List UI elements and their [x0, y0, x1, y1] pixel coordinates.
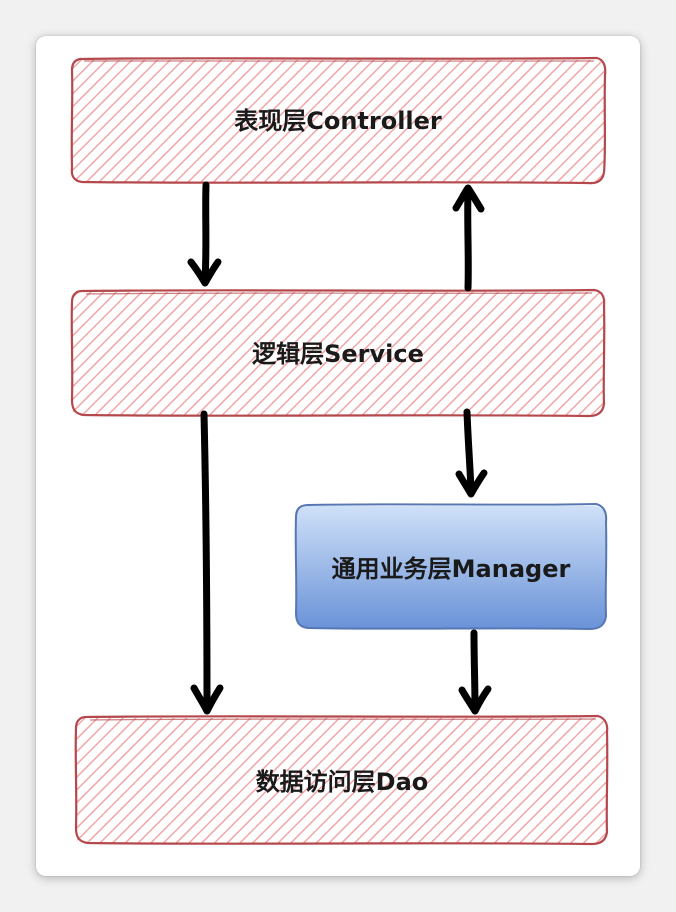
node-dao-border [74, 714, 609, 846]
node-dao-fill [76, 718, 608, 844]
edge-service-to-dao [190, 410, 224, 715]
node-service-label: 逻辑层Service [252, 340, 424, 368]
node-manager-label: 通用业务层Manager [332, 555, 571, 583]
edge-service-to-controller [452, 184, 485, 292]
node-controller-border [70, 56, 607, 185]
node-service-fill [72, 292, 604, 416]
node-dao-label: 数据访问层Dao [256, 768, 429, 796]
node-controller-fill [72, 60, 604, 182]
node-manager-border [294, 502, 608, 631]
node-manager-fill [296, 506, 606, 628]
node-dao[interactable]: 数据访问层Dao [74, 714, 609, 846]
edge-controller-to-service [187, 181, 222, 287]
node-controller-label: 表现层Controller [234, 107, 442, 135]
node-manager[interactable]: 通用业务层Manager [294, 502, 608, 631]
edge-service-to-manager [455, 408, 488, 498]
node-controller[interactable]: 表现层Controller [70, 56, 607, 185]
node-service[interactable]: 逻辑层Service [70, 288, 606, 418]
node-service-border [70, 288, 606, 418]
edge-manager-to-dao [458, 629, 492, 715]
